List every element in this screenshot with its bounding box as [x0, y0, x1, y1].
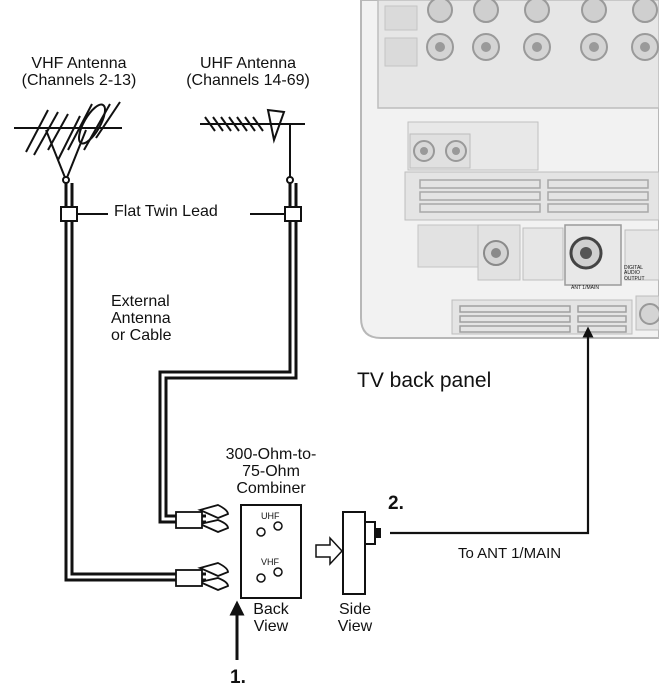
- vhf-spade-terminals: [175, 562, 229, 591]
- combiner-line2: 75-Ohm: [242, 462, 300, 480]
- combiner-uhf-mark: UHF: [261, 511, 280, 521]
- vhf-lead-clamp: [60, 206, 78, 222]
- top-jack-row: [426, 0, 659, 61]
- side-view-line2: View: [337, 617, 373, 635]
- back-view-label: Back View: [238, 601, 304, 636]
- panel-ant1-main-label: ANT 1/MAIN: [571, 285, 599, 291]
- side-view-label: Side View: [326, 601, 384, 636]
- coax-to-ant1: [390, 326, 594, 535]
- combiner-label: 300-Ohm-to- 75-Ohm Combiner: [206, 446, 336, 497]
- panel-digital-audio-label: DIGITAL AUDIO OUTPUT: [624, 265, 645, 282]
- external-line1: External: [111, 293, 170, 310]
- view-arrow-icon: [315, 536, 344, 566]
- flat-twin-lead-label: Flat Twin Lead: [114, 203, 218, 220]
- combiner-line1: 300-Ohm-to-: [225, 446, 317, 463]
- vhf-antenna: [14, 101, 122, 184]
- uhf-antenna: [200, 108, 305, 184]
- uhf-spade-terminals: [175, 504, 229, 533]
- back-view-line1: Back: [253, 601, 289, 618]
- uhf-lead-clamp: [284, 206, 302, 222]
- combiner-back-view: [240, 504, 302, 599]
- step1-label: 1.: [230, 667, 246, 688]
- to-ant-label: To ANT 1/MAIN: [458, 545, 562, 562]
- combiner-vhf-mark: VHF: [261, 557, 279, 567]
- uhf-antenna-name: UHF Antenna: [199, 55, 297, 72]
- vent-grille: [419, 179, 649, 213]
- tv-back-panel: [360, 0, 659, 339]
- step2-label: 2.: [388, 493, 404, 514]
- vhf-antenna-channels: (Channels 2-13): [21, 71, 137, 89]
- vhf-antenna-label: VHF Antenna (Channels 2-13): [10, 55, 148, 90]
- tv-back-panel-label: TV back panel: [357, 369, 492, 392]
- external-antenna-label: External Antenna or Cable: [111, 293, 172, 344]
- external-line3: or Cable: [111, 326, 172, 344]
- combiner-line3: Combiner: [236, 479, 306, 497]
- side-view-line1: Side: [338, 601, 372, 618]
- back-view-line2: View: [253, 617, 289, 635]
- vhf-antenna-name: VHF Antenna: [31, 55, 127, 72]
- uhf-antenna-label: UHF Antenna (Channels 14-69): [170, 55, 326, 90]
- uhf-antenna-channels: (Channels 14-69): [186, 71, 310, 89]
- external-line2: Antenna: [111, 309, 171, 327]
- combiner-side-view: [342, 511, 381, 595]
